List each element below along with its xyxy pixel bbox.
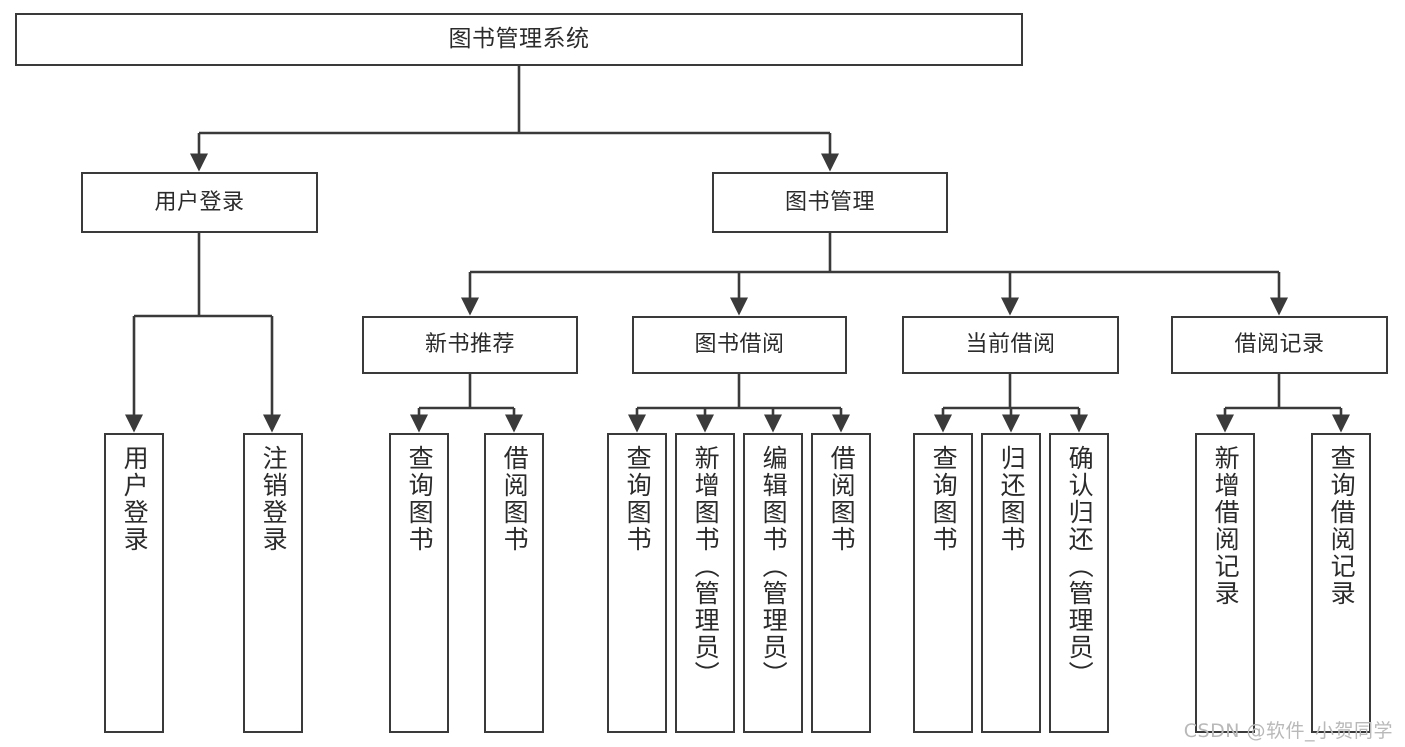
- node-label: 查询图书: [405, 445, 435, 553]
- node-label: 新增图书（管理员）: [691, 445, 721, 688]
- node-book-management[interactable]: 图书管理: [712, 172, 948, 233]
- node-label: 用户登录: [120, 445, 150, 553]
- node-new-book-recommend[interactable]: 新书推荐: [362, 316, 578, 374]
- node-borrow-record[interactable]: 借阅记录: [1171, 316, 1388, 374]
- node-label: 当前借阅: [965, 332, 1056, 358]
- node-label: 查询借阅记录: [1327, 445, 1357, 607]
- node-label: 借阅图书: [827, 445, 857, 553]
- csdn-watermark: CSDN @软件_小贺同学: [1183, 720, 1393, 742]
- node-label: 用户登录: [154, 189, 245, 215]
- leaf-query-book-borrow[interactable]: 查询图书: [607, 433, 667, 733]
- node-label: 图书借阅: [694, 332, 785, 358]
- leaf-confirm-return-admin[interactable]: 确认归还（管理员）: [1049, 433, 1109, 733]
- leaf-edit-book-admin[interactable]: 编辑图书（管理员）: [743, 433, 803, 733]
- leaf-query-borrow-record[interactable]: 查询借阅记录: [1311, 433, 1371, 733]
- leaf-query-book-new-book[interactable]: 查询图书: [389, 433, 449, 733]
- leaf-borrow-book-new-book[interactable]: 借阅图书: [484, 433, 544, 733]
- node-label: 归还图书: [997, 445, 1027, 553]
- node-label: 图书管理: [784, 189, 875, 215]
- node-label: 编辑图书（管理员）: [759, 445, 789, 688]
- leaf-logout[interactable]: 注销登录: [243, 433, 303, 733]
- leaf-borrow-book[interactable]: 借阅图书: [811, 433, 871, 733]
- node-label: 确认归还（管理员）: [1065, 445, 1095, 688]
- node-label: 新增借阅记录: [1211, 445, 1241, 607]
- leaf-user-login[interactable]: 用户登录: [104, 433, 164, 733]
- node-root-book-management-system[interactable]: 图书管理系统: [15, 13, 1023, 66]
- node-label: 新书推荐: [424, 332, 515, 358]
- node-label: 图书管理系统: [448, 25, 590, 52]
- node-label: 查询图书: [929, 445, 959, 553]
- leaf-add-book-admin[interactable]: 新增图书（管理员）: [675, 433, 735, 733]
- node-user-login[interactable]: 用户登录: [81, 172, 318, 233]
- node-label: 借阅图书: [500, 445, 530, 553]
- node-book-borrow[interactable]: 图书借阅: [632, 316, 847, 374]
- node-current-borrow[interactable]: 当前借阅: [902, 316, 1119, 374]
- leaf-add-borrow-record[interactable]: 新增借阅记录: [1195, 433, 1255, 733]
- node-label: 查询图书: [623, 445, 653, 553]
- node-label: 注销登录: [259, 445, 289, 553]
- node-label: 借阅记录: [1234, 332, 1325, 358]
- leaf-query-book-current[interactable]: 查询图书: [913, 433, 973, 733]
- leaf-return-book[interactable]: 归还图书: [981, 433, 1041, 733]
